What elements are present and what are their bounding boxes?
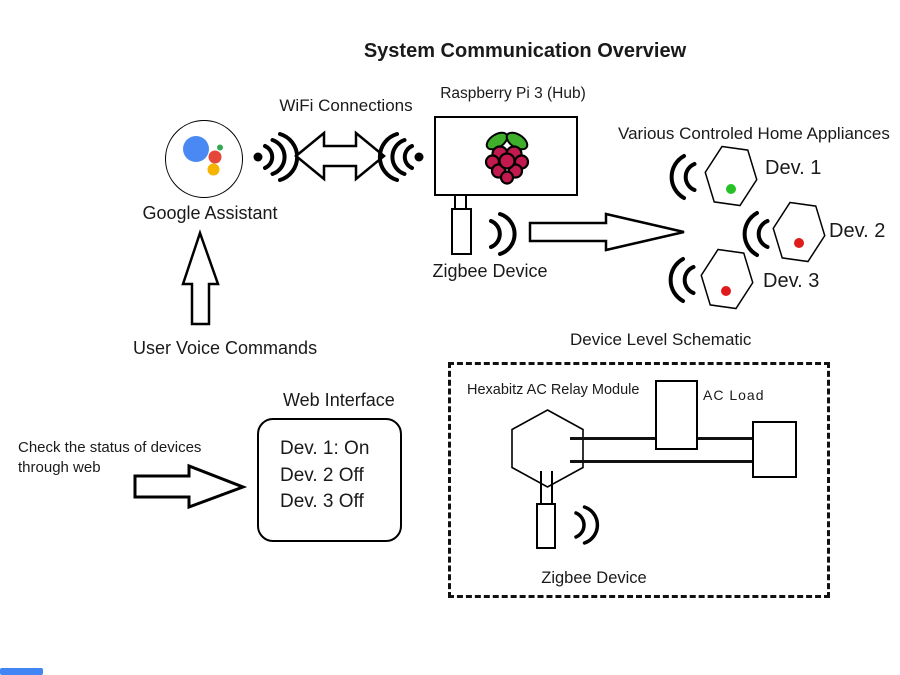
wifi-connections-label: WiFi Connections	[279, 96, 413, 115]
raspberry-pi-logo-icon	[484, 131, 530, 185]
assistant-green-dot	[217, 144, 223, 151]
schematic-zigbee-dongle	[536, 503, 556, 549]
schematic-connector	[540, 471, 553, 504]
wire-bottom	[570, 460, 754, 463]
zigbee-device-label: Zigbee Device	[432, 261, 548, 281]
wifi-signal-out-icon	[253, 132, 300, 182]
usb-connector	[454, 195, 467, 209]
device-1-signal-icon	[669, 154, 697, 200]
schematic-heading: Device Level Schematic	[570, 330, 752, 349]
device-3-signal-icon	[668, 257, 696, 303]
bidirectional-arrow-icon	[294, 130, 386, 182]
wifi-signal-in-icon	[377, 132, 424, 182]
device-2-label: Dev. 2	[829, 220, 886, 242]
web-note-arrow-icon	[133, 463, 248, 510]
relay-module-label: Hexabitz AC Relay Module	[467, 382, 640, 398]
page-title: System Communication Overview	[363, 40, 687, 62]
web-note-text: Check the status of devices through web	[18, 438, 201, 477]
device-3-hexagon	[700, 248, 754, 310]
device-status-line: Dev. 2 Off	[280, 464, 364, 486]
ac-outlet-box	[752, 421, 797, 478]
relay-hexagon	[511, 409, 584, 488]
google-assistant-icon	[183, 136, 223, 176]
device-status-list: Dev. 1: On Dev. 2 Off Dev. 3 Off	[259, 420, 400, 516]
device-3-led	[721, 286, 731, 296]
device-2-led	[794, 238, 804, 248]
device-3-label: Dev. 3	[763, 270, 820, 292]
wire-top-left	[570, 437, 656, 440]
schematic-dashed-box	[448, 362, 830, 598]
device-1-led	[726, 184, 736, 194]
assistant-yellow-dot	[207, 163, 220, 176]
device-2-hexagon	[772, 201, 826, 263]
ac-load-box	[655, 380, 698, 450]
web-interface-box: Dev. 1: On Dev. 2 Off Dev. 3 Off	[257, 418, 402, 542]
raspberry-pi-label: Raspberry Pi 3 (Hub)	[440, 85, 586, 102]
zigbee-dongle	[451, 208, 472, 255]
up-arrow-icon	[181, 229, 220, 326]
flow-arrow-icon	[528, 212, 685, 252]
google-assistant-label: Google Assistant	[142, 203, 278, 223]
zigbee-signal-icon	[489, 212, 517, 256]
assistant-blue-dot	[183, 136, 209, 162]
ac-load-label: AC Load	[703, 387, 765, 403]
device-status-line: Dev. 1: On	[280, 438, 370, 459]
assistant-red-dot	[208, 150, 222, 164]
user-voice-commands-label: User Voice Commands	[133, 338, 318, 358]
schematic-zigbee-label: Zigbee Device	[541, 569, 647, 587]
device-2-signal-icon	[742, 211, 770, 257]
progress-bar	[0, 668, 43, 675]
web-note-line1: Check the status of devices	[18, 439, 202, 456]
device-status-line: Dev. 3 Off	[280, 491, 364, 512]
google-assistant-circle	[165, 120, 243, 198]
berry	[484, 145, 530, 185]
device-1-hexagon	[704, 145, 758, 207]
schematic-zigbee-signal-icon	[574, 505, 600, 545]
wire-top-right	[696, 437, 753, 440]
web-note-line2: through web	[18, 458, 101, 476]
device-1-label: Dev. 1	[765, 157, 822, 179]
appliances-heading: Various Controled Home Appliances	[618, 124, 890, 143]
web-interface-label: Web Interface	[283, 390, 395, 410]
